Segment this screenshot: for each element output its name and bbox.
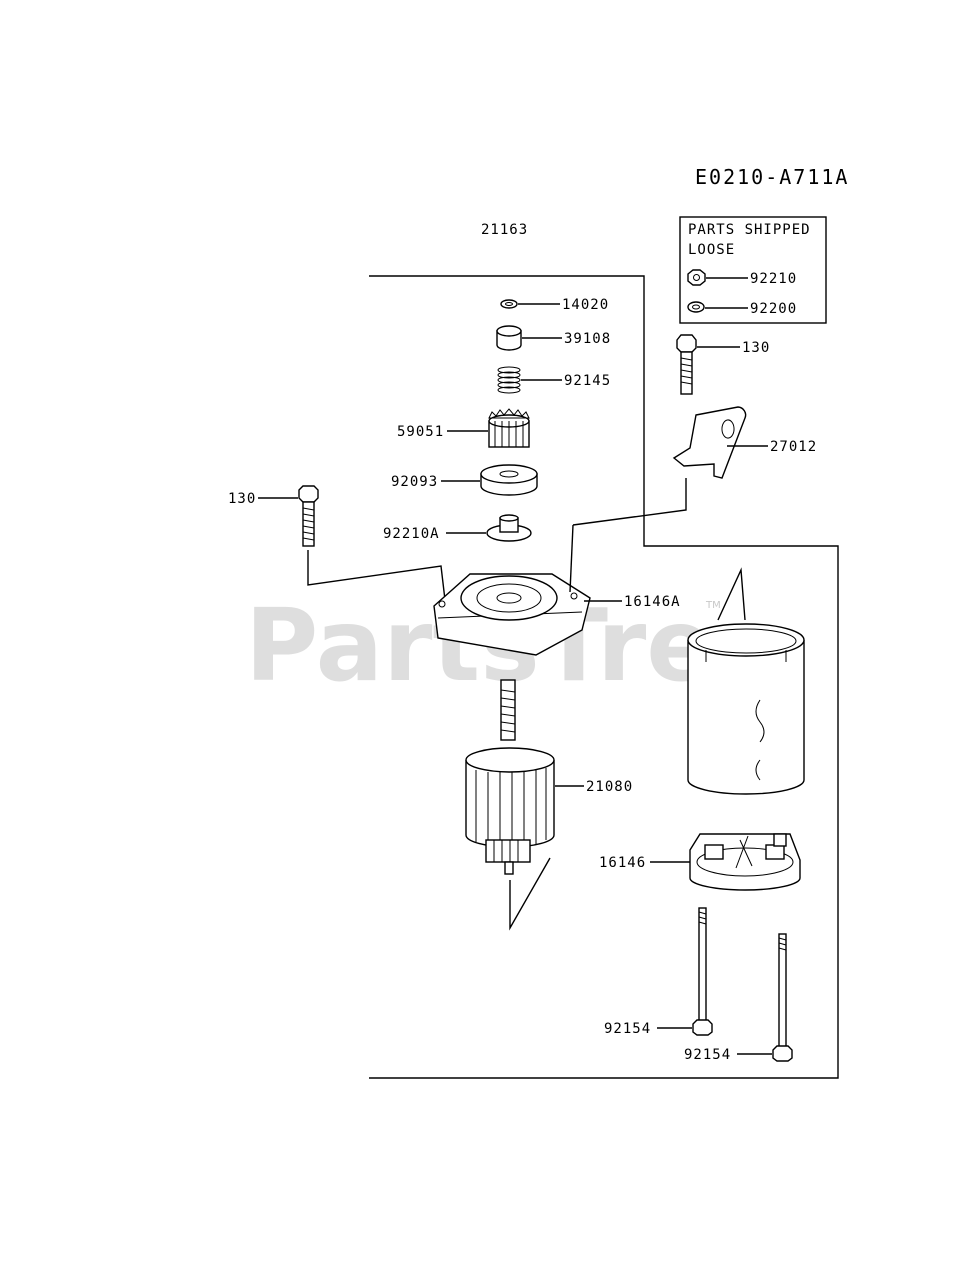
loose-item-92200: 92200 <box>750 301 797 317</box>
rear-cover-16146-icon <box>689 833 801 891</box>
part-21080: 21080 <box>586 779 633 795</box>
through-bolt-92154-a-icon <box>692 907 713 1036</box>
watermark-trademark: TM <box>705 600 721 611</box>
part-92093: 92093 <box>391 474 438 490</box>
part-130-right: 130 <box>742 340 770 356</box>
armature-21080-icon <box>465 679 555 875</box>
assembly-outline <box>369 275 839 1079</box>
washer-icon <box>687 301 705 313</box>
flange-nut-92210A-icon <box>486 514 532 542</box>
motor-housing-icon <box>687 623 805 795</box>
pinion-gear-59051-icon <box>488 408 530 448</box>
washer-92093-icon <box>480 464 538 496</box>
through-bolt-92154-b-icon <box>772 933 793 1062</box>
part-59051: 59051 <box>397 424 444 440</box>
bolt-130-left-icon <box>298 485 319 547</box>
part-92154-b: 92154 <box>684 1047 731 1063</box>
loose-box-title: PARTS SHIPPED <box>688 222 811 238</box>
part-14020: 14020 <box>562 297 609 313</box>
part-16146: 16146 <box>599 855 646 871</box>
nut-icon <box>687 269 706 286</box>
bolt-130-right-icon <box>676 334 697 395</box>
front-cover-16146A-icon <box>433 573 591 656</box>
bushing-39108-icon <box>496 325 522 351</box>
part-16146A: 16146A <box>624 594 681 610</box>
bracket-27012-icon <box>672 406 747 479</box>
loose-item-92210: 92210 <box>750 271 797 287</box>
part-92145: 92145 <box>564 373 611 389</box>
part-39108: 39108 <box>564 331 611 347</box>
part-27012: 27012 <box>770 439 817 455</box>
part-92210A: 92210A <box>383 526 440 542</box>
spring-92145-icon <box>497 366 521 394</box>
assembly-number: 21163 <box>481 222 528 238</box>
part-130-left: 130 <box>228 491 256 507</box>
part-92154-a: 92154 <box>604 1021 651 1037</box>
loose-box-title-2: LOOSE <box>688 242 735 258</box>
loose-parts-box: PARTS SHIPPED LOOSE 92210 92200 <box>679 216 827 324</box>
diagram-code: E0210-A711A <box>695 165 849 189</box>
washer-14020-icon <box>500 299 518 309</box>
